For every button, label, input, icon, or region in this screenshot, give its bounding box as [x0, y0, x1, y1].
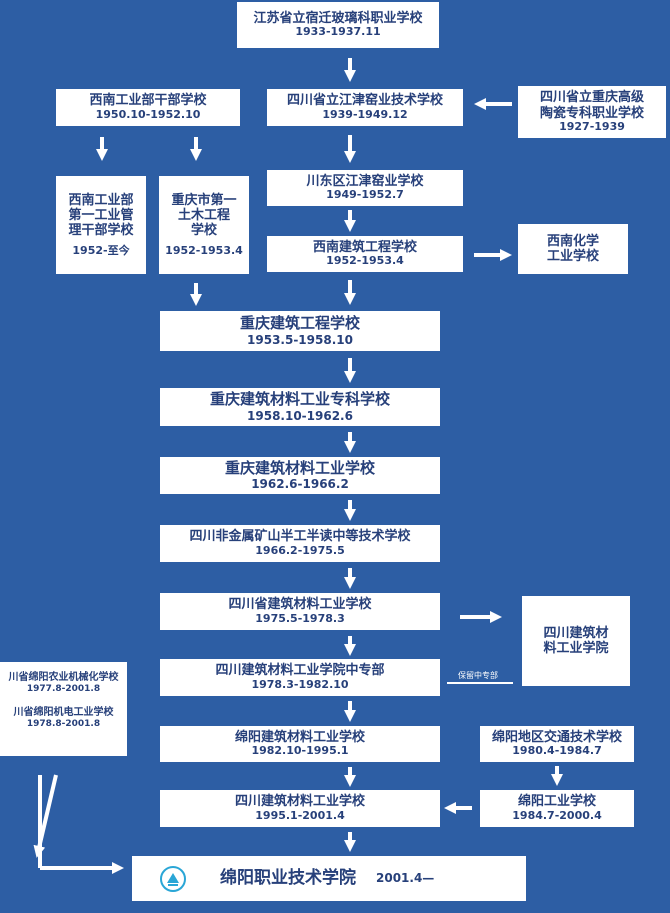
- box-date: 1939-1949.12: [322, 107, 408, 121]
- box-mianyang-building-materials-school: 绵阳建筑材料工业学校 1982.10-1995.1: [160, 726, 440, 762]
- box-name: 西南工业部 第一工业管 理干部学校: [68, 192, 134, 239]
- box-date: 1982.10-1995.1: [251, 744, 349, 758]
- box-name: 江苏省立宿迁玻璃科职业学校: [253, 10, 423, 26]
- box-date: 1958.10-1962.6: [247, 408, 353, 423]
- box-chuandong-kiln-school: 川东区江津窑业学校 1949-1952.7: [267, 170, 463, 206]
- box-date: 1953.5-1958.10: [247, 332, 353, 347]
- box-name: 重庆市第一 土木工程 学校: [171, 192, 237, 239]
- box-chongqing-building-materials-school: 重庆建筑材料工业学校 1962.6-1966.2: [160, 457, 440, 494]
- box-name: 川省绵阳农业机械化学校: [8, 672, 119, 683]
- box-mianyang-polytechnic: 绵阳职业技术学院 2001.4—: [132, 856, 526, 901]
- box-name: 四川省立重庆高级 陶瓷专科职业学校: [539, 90, 644, 121]
- box-sichuan-nonmetal-mining-school: 四川非金属矿山半工半读中等技术学校 1966.2-1975.5: [160, 525, 440, 562]
- box-mianyang-industrial-school: 绵阳工业学校 1984.7-2000.4: [480, 790, 634, 827]
- box-chongqing-building-materials-college: 重庆建筑材料工业专科学校 1958.10-1962.6: [160, 388, 440, 426]
- box-date: 1950.10-1952.10: [95, 107, 201, 121]
- box-date: 1962.6-1966.2: [251, 477, 349, 492]
- box-date: 1927-1939: [559, 119, 625, 133]
- note-label: 保留中专部: [458, 671, 498, 680]
- box-chongqing-ceramics-school: 四川省立重庆高级 陶瓷专科职业学校 1927-1939: [518, 86, 666, 138]
- box-date: 1984.7-2000.4: [512, 808, 602, 822]
- box-date: 1952-至今: [72, 243, 130, 257]
- box-name: 绵阳地区交通技术学校: [491, 729, 622, 745]
- box-name: 绵阳建筑材料工业学校: [234, 729, 365, 745]
- box-name: 四川建筑材料工业学院中专部: [215, 663, 385, 679]
- box-name: 川东区江津窑业学校: [306, 173, 424, 189]
- box-mianyang-transport-school: 绵阳地区交通技术学校 1980.4-1984.7: [480, 726, 634, 762]
- box-date: 1978.3-1982.10: [251, 677, 349, 691]
- box-date: 1952-1953.4: [326, 254, 404, 268]
- box-sichuan-building-materials-school-1995: 四川建筑材料工业学校 1995.1-2001.4: [160, 790, 440, 827]
- box-southwest-chemical-school: 西南化学 工业学校: [518, 224, 628, 274]
- box-sichuan-building-materials-institute: 四川建筑材 料工业学院: [522, 596, 630, 686]
- box-name: 四川非金属矿山半工半读中等技术学校: [189, 529, 411, 545]
- box-jiangjin-kiln-tech-school: 四川省立江津窑业技术学校 1939-1949.12: [267, 89, 463, 126]
- box-name: 重庆建筑工程学校: [239, 314, 360, 333]
- box-suqian-glass-school: 江苏省立宿迁玻璃科职业学校 1933-1937.11: [237, 2, 439, 48]
- box-name: 绵阳工业学校: [517, 794, 596, 810]
- box-name: 四川省立江津窑业技术学校: [286, 93, 443, 109]
- college-logo-icon: [160, 865, 186, 892]
- box-name: 四川省建筑材料工业学校: [228, 597, 372, 613]
- box-name: 重庆建筑材料工业专科学校: [209, 390, 390, 409]
- box-date: 2001.4—: [376, 871, 435, 886]
- box-sichuan-building-materials-school-1975: 四川省建筑材料工业学校 1975.5-1978.3: [160, 593, 440, 630]
- arrow-diagonal: [33, 774, 58, 858]
- box-name: 西南工业部干部学校: [89, 93, 207, 109]
- box-name: 四川建筑材 料工业学院: [543, 625, 609, 656]
- box-chongqing-civil-engineering-school: 重庆市第一 土木工程 学校 1952-1953.4: [159, 176, 249, 274]
- box-first-industry-management-school: 西南工业部 第一工业管 理干部学校 1952-至今: [56, 176, 146, 274]
- box-date: 1975.5-1978.3: [255, 611, 345, 625]
- box-mianyang-merged-schools: 川省绵阳农业机械化学校 1977.8-2001.8 川省绵阳机电工业学校 197…: [0, 662, 127, 756]
- box-name: 川省绵阳机电工业学校: [13, 707, 114, 719]
- box-date: 1980.4-1984.7: [512, 744, 602, 758]
- box-date: 1949-1952.7: [326, 188, 404, 202]
- box-date: 1952-1953.4: [165, 243, 243, 257]
- box-chongqing-construction-school: 重庆建筑工程学校 1953.5-1958.10: [160, 311, 440, 351]
- box-name: 西南建筑工程学校: [312, 239, 417, 255]
- box-southwest-industry-cadre-school: 西南工业部干部学校 1950.10-1952.10: [56, 89, 240, 126]
- box-institute-secondary-department: 四川建筑材料工业学院中专部 1978.3-1982.10: [160, 659, 440, 696]
- note-underline: [447, 682, 513, 684]
- box-date: 1977.8-2001.8: [26, 683, 101, 694]
- box-name: 重庆建筑材料工业学校: [224, 458, 375, 477]
- box-date: 1966.2-1975.5: [255, 543, 345, 557]
- box-date: 1978.8-2001.8: [26, 719, 101, 730]
- box-date: 1995.1-2001.4: [255, 808, 345, 822]
- box-name: 四川建筑材料工业学校: [234, 794, 365, 810]
- box-date: 1933-1937.11: [295, 25, 381, 39]
- box-southwest-construction-school: 西南建筑工程学校 1952-1953.4: [267, 236, 463, 272]
- box-name: 西南化学 工业学校: [546, 233, 599, 264]
- box-name: 绵阳职业技术学院: [220, 868, 356, 889]
